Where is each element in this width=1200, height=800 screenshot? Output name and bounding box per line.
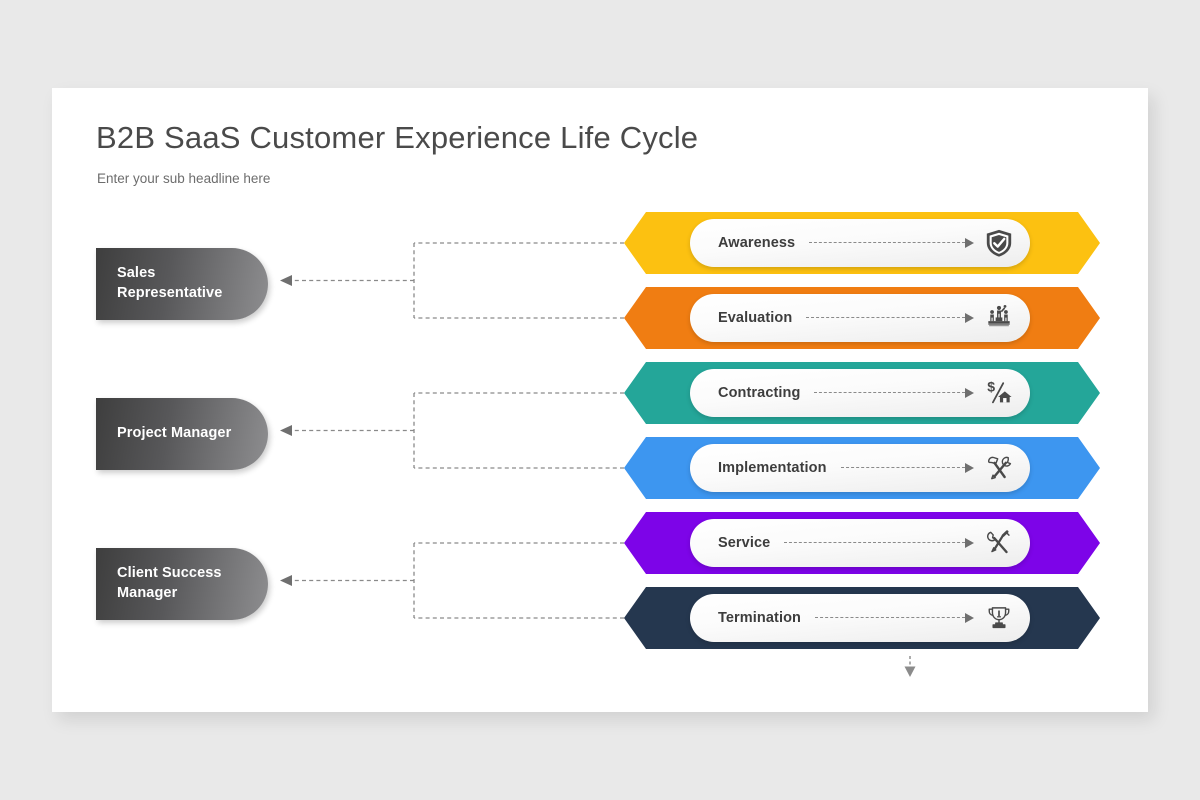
connector-arrowhead	[280, 575, 292, 586]
step-row-evaluation[interactable]: Evaluation	[624, 287, 1100, 359]
role-label-line2: Representative	[117, 285, 223, 301]
step-capsule[interactable]: Awareness	[690, 219, 1030, 267]
role-label-line2: Manager	[117, 585, 178, 601]
page-subtitle: Enter your sub headline here	[97, 171, 271, 186]
step-row-contracting[interactable]: Contracting $	[624, 362, 1100, 434]
connector-arrowhead	[280, 275, 292, 286]
slide-card: B2B SaaS Customer Experience Life Cycle …	[52, 88, 1148, 712]
role-pill-project-manager[interactable]: Project Manager	[96, 398, 268, 470]
connector-lines	[280, 242, 624, 619]
progress-arrow-icon	[840, 462, 974, 474]
page-title: B2B SaaS Customer Experience Life Cycle	[96, 120, 699, 155]
step-row-awareness[interactable]: Awareness	[624, 212, 1100, 284]
role-label: Sales Representative	[117, 264, 222, 303]
step-capsule[interactable]: Evaluation	[690, 294, 1030, 342]
role-label-line1: Sales	[117, 265, 156, 282]
step-label: Contracting	[718, 385, 801, 401]
progress-arrow-icon	[814, 387, 974, 399]
shield-check-icon	[982, 226, 1016, 260]
step-row-termination[interactable]: Termination	[624, 587, 1100, 659]
hammer-wrench-icon	[982, 451, 1016, 485]
flow-end-arrow-icon	[904, 656, 916, 677]
role-pill-sales-representative[interactable]: Sales Representative	[96, 248, 268, 320]
role-label-line1: Client Success	[117, 565, 222, 582]
step-capsule[interactable]: Contracting $	[690, 369, 1030, 417]
step-label: Service	[718, 535, 771, 551]
podium-people-icon	[982, 301, 1016, 335]
step-row-implementation[interactable]: Implementation	[624, 437, 1100, 509]
role-label: Client Success Manager	[117, 564, 222, 603]
svg-text:$: $	[987, 379, 995, 395]
step-label: Evaluation	[718, 310, 793, 326]
step-label: Implementation	[718, 460, 827, 476]
step-capsule[interactable]: Termination	[690, 594, 1030, 642]
progress-arrow-icon	[815, 612, 974, 624]
step-capsule[interactable]: Implementation	[690, 444, 1030, 492]
progress-arrow-icon	[809, 237, 974, 249]
step-label: Termination	[718, 610, 802, 626]
step-label: Awareness	[718, 235, 796, 251]
role-label-line1: Project Manager	[117, 425, 232, 442]
dollar-house-icon: $	[982, 376, 1016, 410]
step-capsule[interactable]: Service	[690, 519, 1030, 567]
role-label: Project Manager	[117, 424, 231, 444]
step-row-service[interactable]: Service	[624, 512, 1100, 584]
progress-arrow-icon	[806, 312, 974, 324]
progress-arrow-icon	[784, 537, 974, 549]
connector-arrowhead	[280, 425, 292, 436]
trophy-icon	[982, 601, 1016, 635]
wrench-screwdriver-icon	[982, 526, 1016, 560]
role-pill-client-success-manager[interactable]: Client Success Manager	[96, 548, 268, 620]
